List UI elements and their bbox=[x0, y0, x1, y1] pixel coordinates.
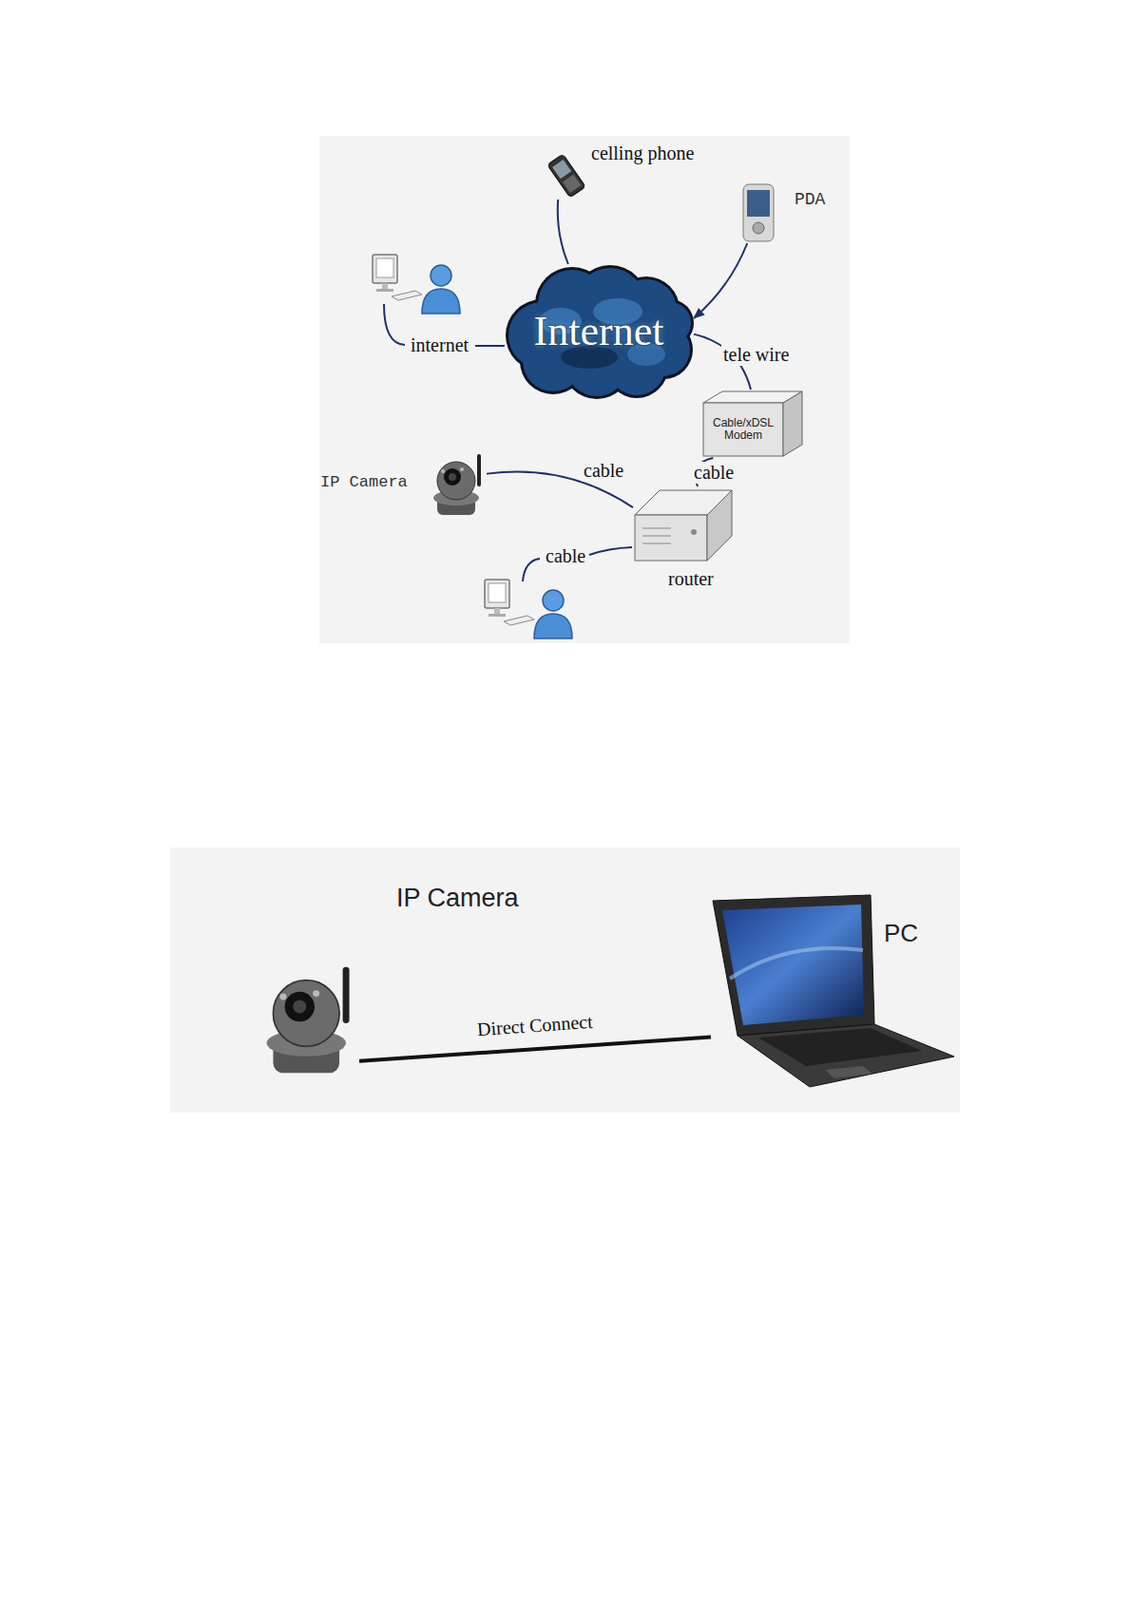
icon-part bbox=[552, 159, 572, 179]
icon-part bbox=[634, 515, 708, 561]
wire-line bbox=[522, 558, 540, 582]
node-label: Cable/xDSL Modem bbox=[709, 417, 777, 442]
wire-line bbox=[589, 547, 633, 556]
node-label: router bbox=[668, 568, 714, 591]
icon-part bbox=[642, 536, 671, 537]
icon-part bbox=[752, 222, 765, 234]
icon-part bbox=[448, 473, 457, 481]
icon-part bbox=[443, 468, 461, 486]
icon-part bbox=[292, 1000, 307, 1015]
icon-part bbox=[707, 490, 732, 561]
wire-line bbox=[475, 345, 505, 347]
bottom-panel bbox=[170, 847, 960, 1113]
icon-part bbox=[440, 469, 445, 474]
icon-part bbox=[722, 904, 864, 1026]
modem-box: Cable/xDSL Modem bbox=[701, 389, 805, 459]
user-computer bbox=[484, 579, 573, 639]
icon-part bbox=[743, 184, 774, 242]
node-label: celling phone bbox=[591, 142, 694, 165]
pda-icon: PDA bbox=[741, 182, 776, 244]
device-icon bbox=[632, 486, 734, 565]
user-computer bbox=[372, 254, 461, 314]
icon-part bbox=[477, 454, 481, 487]
icon-part bbox=[547, 153, 586, 198]
top-panel bbox=[319, 135, 850, 644]
node-label: IP Camera bbox=[396, 883, 519, 914]
icon-part bbox=[272, 980, 340, 1048]
icon-part bbox=[279, 994, 287, 1001]
icon-part bbox=[712, 895, 875, 1036]
icon-part bbox=[547, 153, 586, 198]
edge-label: cable bbox=[581, 460, 626, 482]
node-label: IP Camera bbox=[320, 473, 408, 493]
connector-line bbox=[693, 243, 748, 319]
icon-part bbox=[824, 1066, 873, 1079]
icon-part bbox=[747, 190, 770, 217]
wire-line bbox=[383, 304, 405, 346]
node-label: PC bbox=[883, 920, 919, 949]
icon-part bbox=[642, 543, 671, 545]
internet-cloud: Internet bbox=[503, 264, 694, 400]
connector-line bbox=[359, 1036, 711, 1061]
ip-camera: IP Camera bbox=[256, 952, 360, 1082]
router-box: router bbox=[632, 486, 734, 565]
icon-part bbox=[437, 461, 476, 500]
icon-part bbox=[285, 992, 315, 1022]
icon-part bbox=[690, 529, 697, 536]
laptop-pc: PC bbox=[710, 893, 957, 1089]
device-icon bbox=[710, 893, 957, 1089]
connector-line bbox=[557, 199, 569, 265]
icon-part bbox=[312, 990, 320, 997]
icon-part bbox=[737, 1024, 955, 1088]
icon-part bbox=[642, 528, 671, 530]
wire-label: internet bbox=[408, 334, 471, 357]
edge-label: tele wire bbox=[721, 344, 791, 366]
node-label: Internet bbox=[534, 307, 665, 357]
icon-part bbox=[758, 1028, 922, 1067]
icon-part bbox=[729, 948, 863, 979]
device-icon bbox=[741, 182, 776, 244]
icon-part bbox=[460, 467, 464, 472]
device-icon bbox=[256, 952, 360, 1082]
ip-camera: IP Camera bbox=[427, 448, 487, 518]
wire-label: cable bbox=[543, 545, 588, 568]
phone-icon: celling phone bbox=[543, 152, 590, 200]
device-icon bbox=[543, 152, 590, 200]
icon-part bbox=[562, 173, 581, 192]
device-icon bbox=[427, 448, 487, 518]
icon-part bbox=[343, 967, 350, 1024]
node-label: PDA bbox=[794, 190, 825, 211]
edge-label: cable bbox=[691, 461, 736, 484]
icon-part bbox=[783, 391, 803, 457]
icon-part bbox=[703, 402, 784, 457]
